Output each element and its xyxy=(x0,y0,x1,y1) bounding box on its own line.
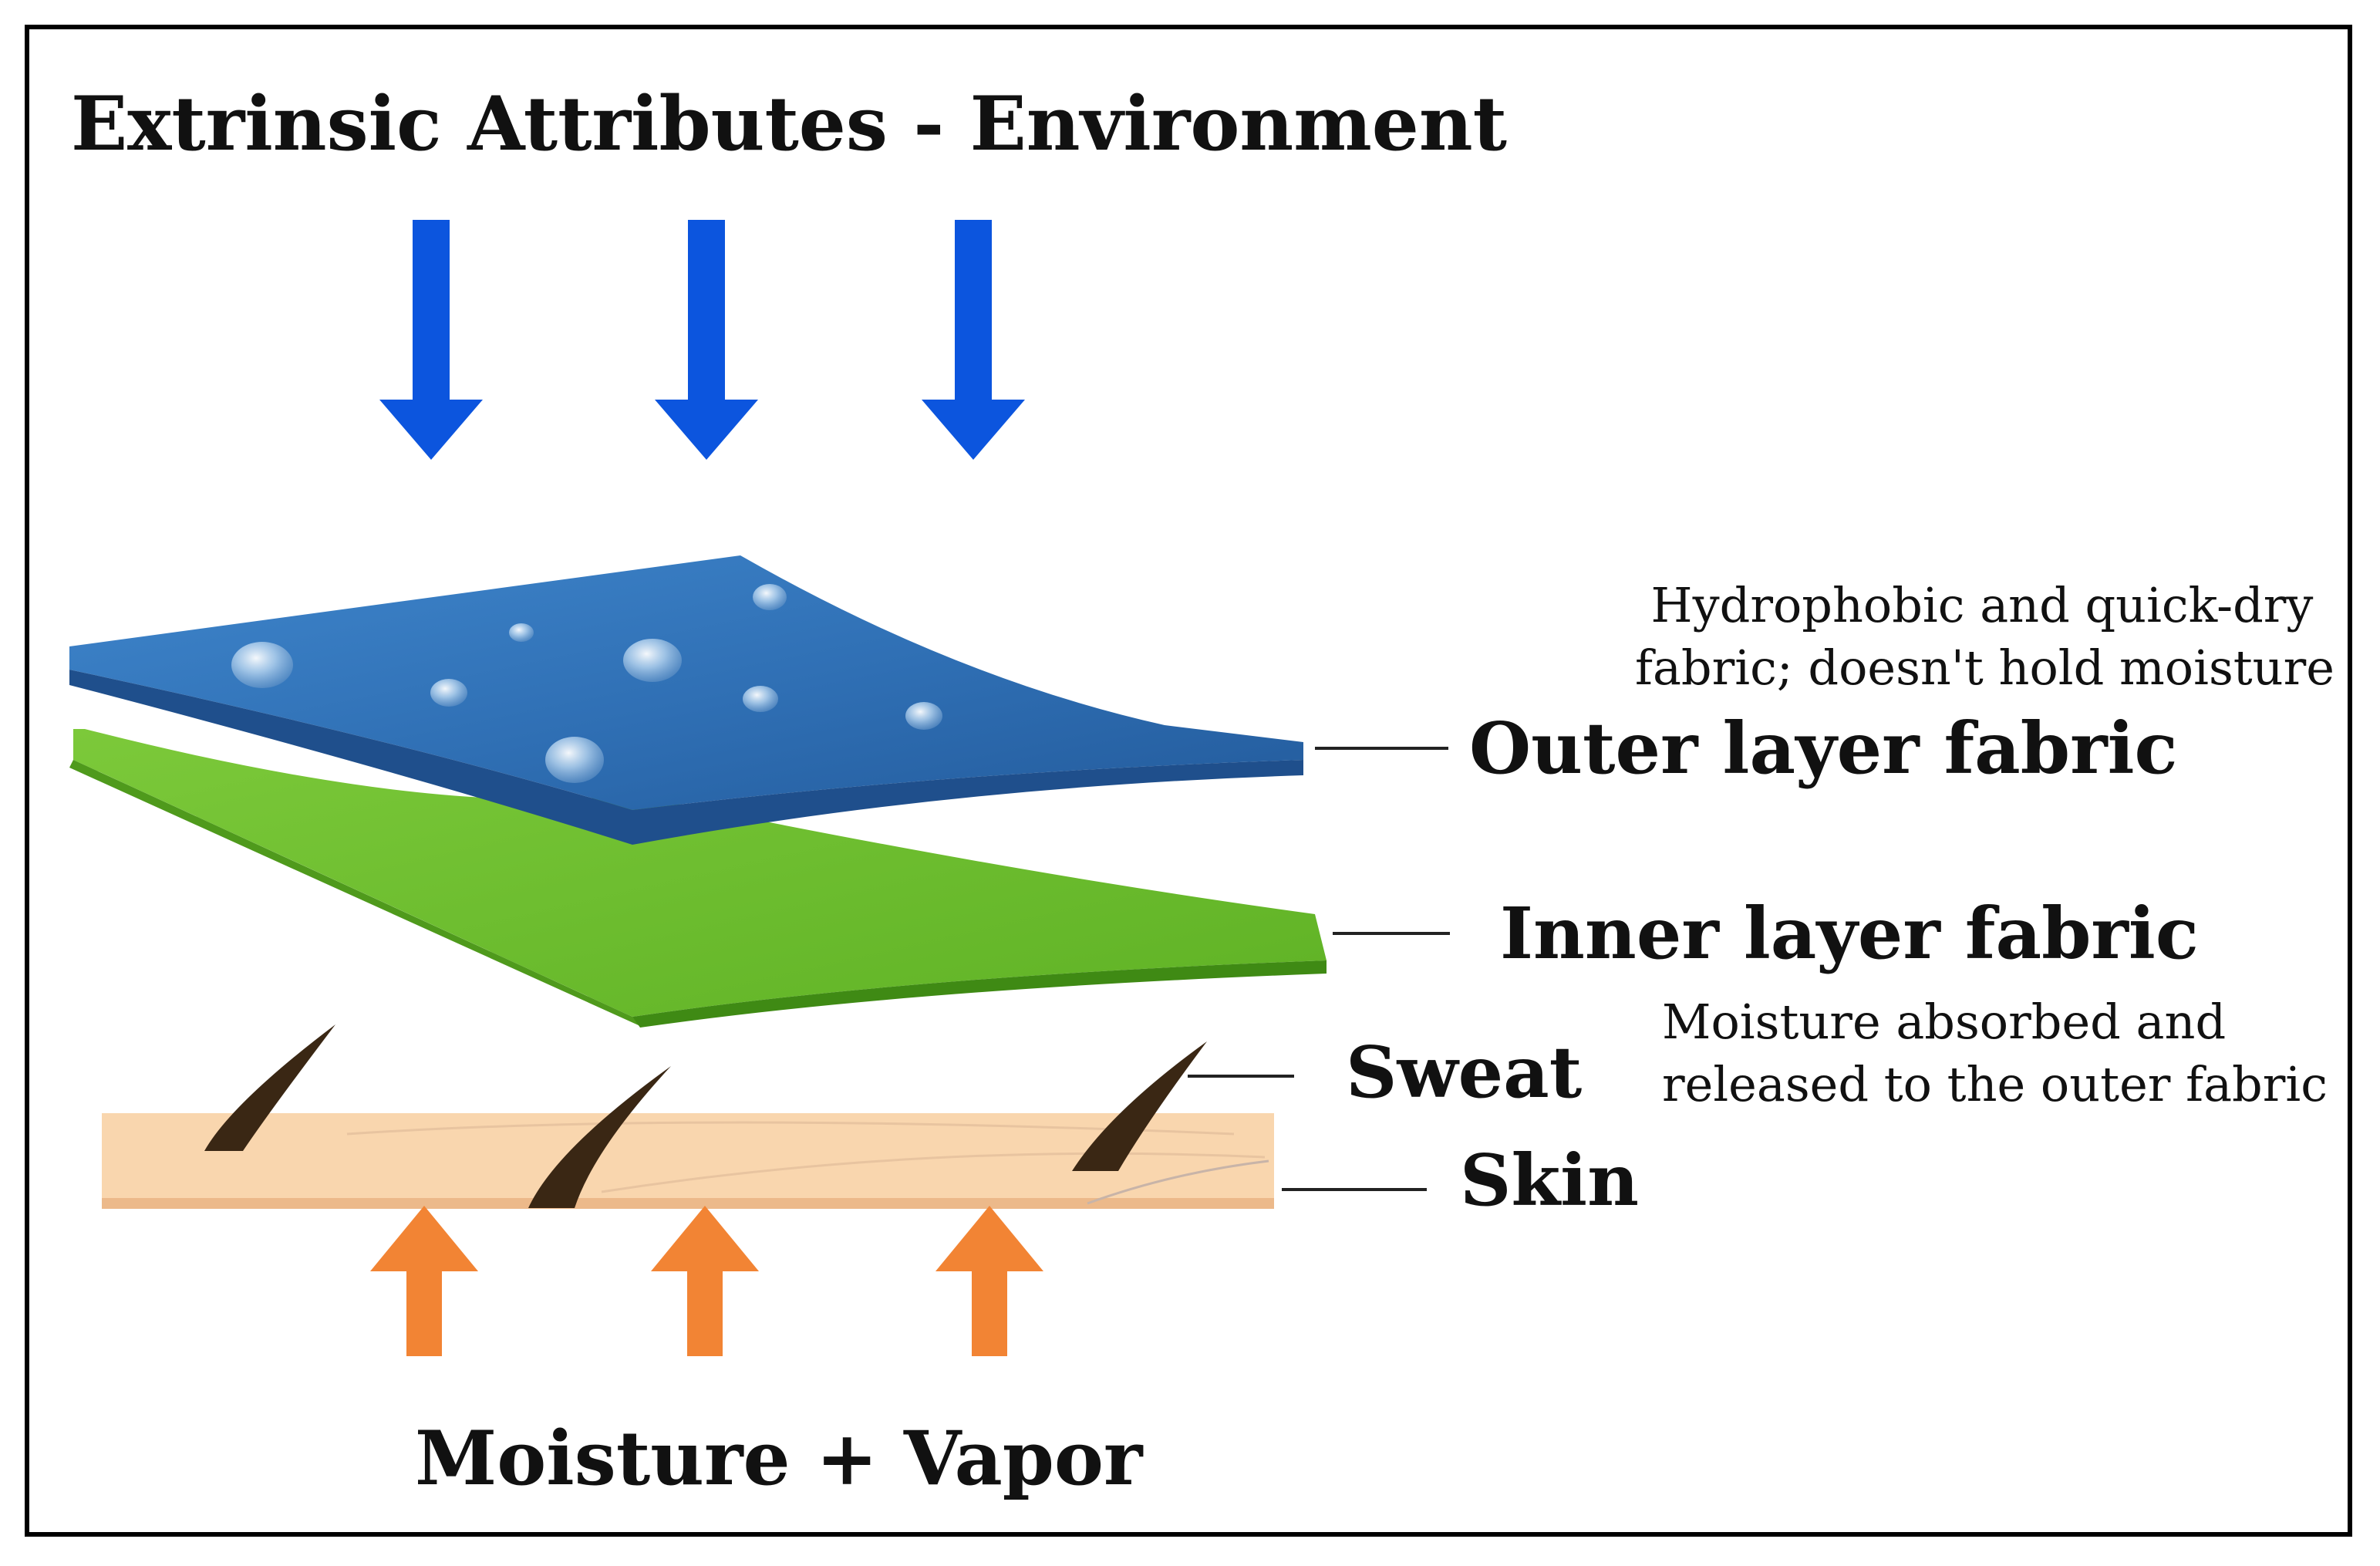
hair-icon-middle xyxy=(528,1066,671,1208)
outer-layer-note-line-2: fabric; doesn't hold moisture xyxy=(1635,639,2334,696)
inner-layer-fabric-sheet xyxy=(69,729,1327,1028)
inner-layer-label: Inner layer fabric xyxy=(1500,892,2199,975)
environment-arrow-right-icon xyxy=(922,220,1025,460)
sweat-label: Sweat xyxy=(1346,1031,1583,1114)
moisture-arrow-middle-icon xyxy=(651,1206,759,1356)
outer-layer-note-line-1: Hydrophobic and quick-dry xyxy=(1650,577,2314,633)
skin-block xyxy=(102,1113,1274,1209)
moisture-arrow-right-icon xyxy=(935,1206,1043,1356)
water-droplets xyxy=(231,584,942,783)
moisture-arrow-left-icon xyxy=(370,1206,478,1356)
diagram-frame xyxy=(25,25,2352,1537)
skin-label: Skin xyxy=(1460,1139,1640,1222)
environment-arrow-left-icon xyxy=(379,220,483,460)
moisture-vapor-label: Moisture + Vapor xyxy=(415,1415,1143,1502)
inner-layer-note: Moisture absorbed and released to the ou… xyxy=(1662,991,2328,1115)
outer-layer-note: Hydrophobic and quick-dry fabric; doesn'… xyxy=(1635,575,2334,699)
diagram-title: Extrinsic Attributes - Environment xyxy=(71,80,1508,167)
environment-arrow-middle-icon xyxy=(655,220,758,460)
outer-layer-label: Outer layer fabric xyxy=(1469,707,2178,790)
inner-layer-note-line-2: released to the outer fabric xyxy=(1662,1055,2328,1112)
outer-layer-fabric-sheet xyxy=(69,555,1303,845)
hair-icon-left xyxy=(204,1024,335,1151)
inner-layer-note-line-1: Moisture absorbed and xyxy=(1662,994,2227,1050)
hair-icon-right xyxy=(1072,1041,1207,1171)
